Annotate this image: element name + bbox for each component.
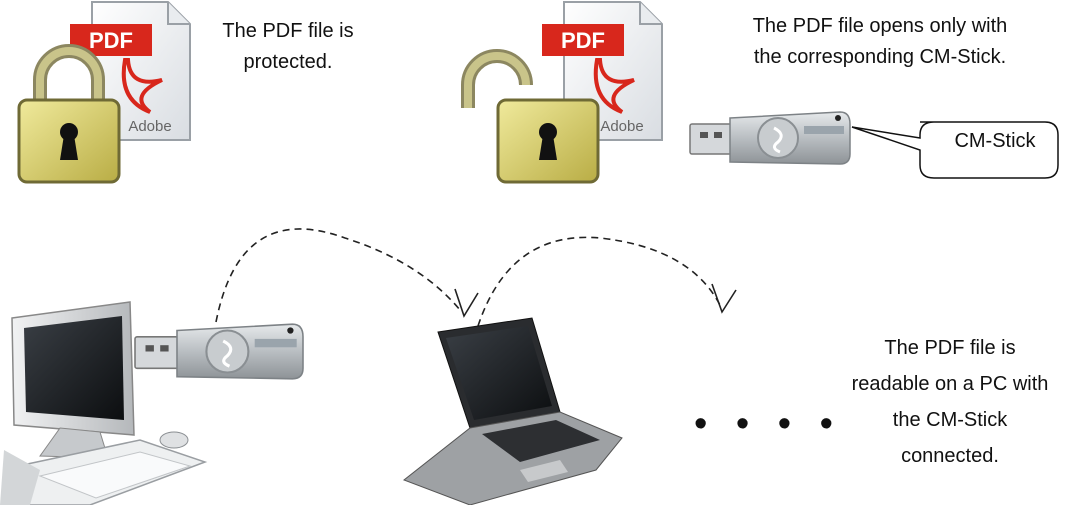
arrowheads bbox=[454, 283, 737, 318]
caption-line: protected. bbox=[243, 51, 333, 73]
ellipsis-dots: • • • • bbox=[694, 403, 842, 445]
caption-line: The PDF file opens only with bbox=[752, 15, 1008, 37]
cm-stick-callout-label: CM-Stick bbox=[954, 130, 1036, 152]
cm-stick-icon bbox=[689, 111, 851, 165]
adobe-label: Adobe bbox=[600, 118, 643, 135]
caption-readable: The PDF file is readable on a PC with th… bbox=[800, 330, 1072, 474]
caption-protected: The PDF file is protected. bbox=[188, 16, 388, 78]
caption-line: The PDF file is bbox=[222, 20, 354, 42]
caption-line: connected. bbox=[901, 445, 999, 467]
adobe-label: Adobe bbox=[128, 118, 171, 135]
cm-stick-callout bbox=[851, 121, 1059, 179]
caption-line: readable on a PC with bbox=[851, 373, 1049, 395]
open-lock-icon bbox=[461, 49, 600, 184]
cm-stick-icon bbox=[134, 323, 304, 380]
transfer-arrows bbox=[215, 228, 721, 327]
caption-line: the corresponding CM-Stick. bbox=[753, 46, 1007, 68]
pdf-badge-text: PDF bbox=[89, 28, 133, 53]
desktop-pc-icon bbox=[0, 301, 208, 505]
closed-lock-icon bbox=[17, 44, 121, 184]
pdf-badge-text: PDF bbox=[561, 28, 605, 53]
caption-line: the CM-Stick bbox=[892, 409, 1008, 431]
laptop-icon bbox=[402, 317, 623, 505]
caption-opens: The PDF file opens only with the corresp… bbox=[690, 11, 1070, 73]
caption-line: The PDF file is bbox=[884, 337, 1016, 359]
